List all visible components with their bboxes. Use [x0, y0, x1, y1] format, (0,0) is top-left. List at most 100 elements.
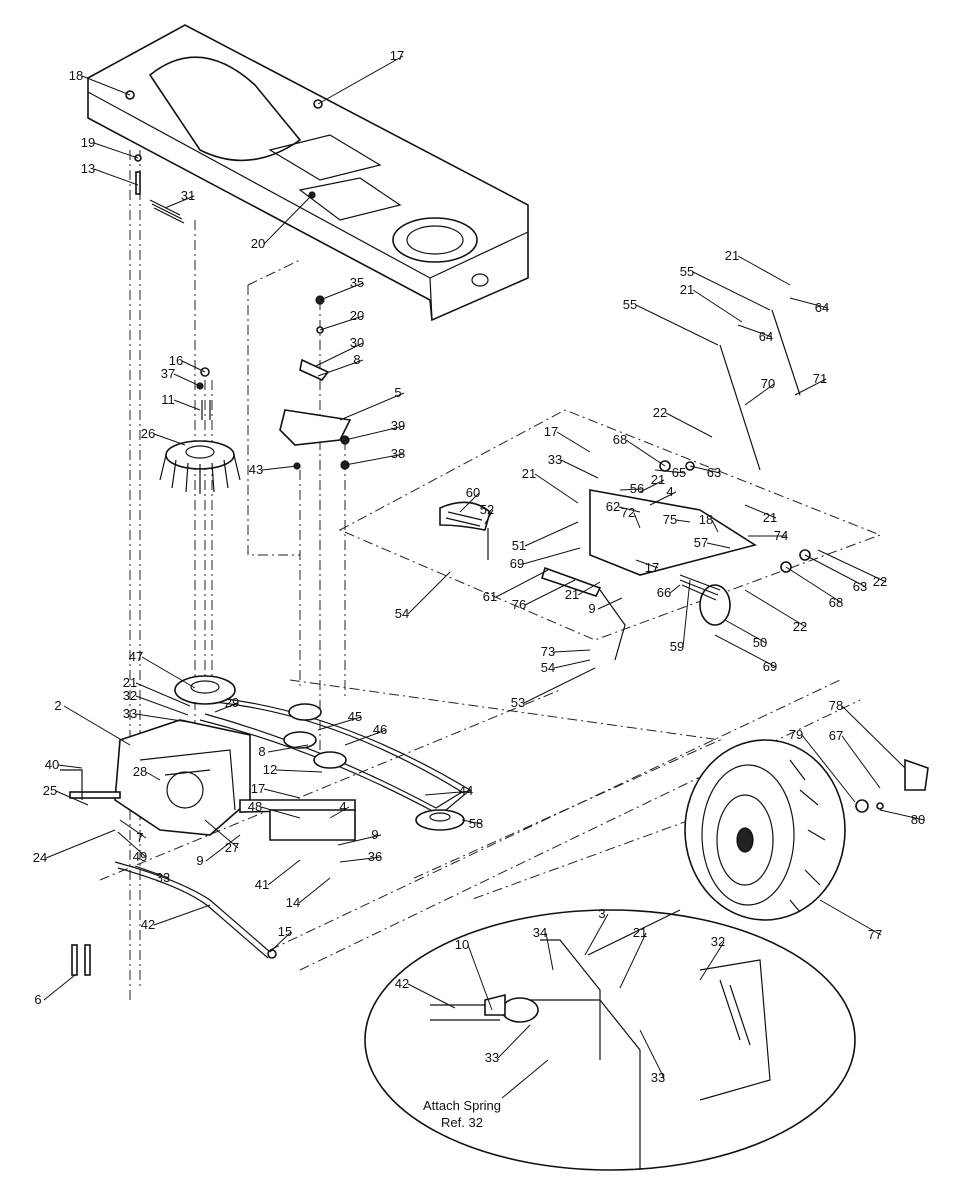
leader-line-13	[93, 168, 139, 186]
leader-line-44	[424, 790, 473, 796]
callout-15: 15	[278, 924, 292, 939]
assembly-guide-lines	[99, 150, 882, 1000]
callout-2: 2	[54, 698, 61, 713]
callout-70: 70	[761, 376, 775, 391]
callout-52: 52	[480, 502, 494, 517]
callout-78: 78	[829, 698, 843, 713]
callout-11: 11	[161, 392, 175, 407]
callout-8: 8	[353, 352, 360, 367]
leader-line-22	[817, 549, 887, 583]
leader-line-49	[117, 831, 147, 858]
leader-line-21	[692, 289, 743, 323]
leader-line-17	[635, 559, 659, 569]
callout-49: 49	[133, 849, 147, 864]
callout-61: 61	[483, 589, 497, 604]
callout-13: 13	[81, 161, 95, 176]
callout-36: 36	[368, 849, 382, 864]
callout-79: 79	[789, 727, 803, 742]
leader-line-12	[275, 769, 323, 773]
leader-line-28	[145, 771, 161, 781]
callout-19: 19	[81, 135, 95, 150]
callout-43: 43	[249, 462, 263, 477]
leader-line-3	[584, 913, 609, 956]
callout-21: 21	[725, 248, 739, 263]
callout-9: 9	[371, 827, 378, 842]
leader-line-53	[523, 667, 596, 704]
leader-line-7	[119, 819, 147, 839]
leader-line-24	[45, 829, 116, 859]
leader-line-69	[522, 547, 581, 565]
callout-55: 55	[623, 297, 637, 312]
leader-line-21	[744, 504, 777, 519]
leader-line-72	[633, 512, 641, 529]
callout-26: 26	[141, 426, 155, 441]
leader-line-78	[841, 705, 906, 769]
callout-4: 4	[666, 484, 673, 499]
leader-line-54	[407, 571, 451, 615]
callout-75: 75	[663, 512, 677, 527]
callout-17: 17	[390, 48, 404, 63]
callout-30: 30	[350, 335, 364, 350]
callout-55: 55	[680, 264, 694, 279]
callout-10: 10	[455, 937, 469, 952]
leader-line-73	[553, 649, 591, 653]
leader-line-63	[689, 465, 721, 474]
callout-21: 21	[633, 925, 647, 940]
callout-21: 21	[565, 587, 579, 602]
leader-line-38	[344, 453, 405, 466]
callout-22: 22	[793, 619, 807, 634]
callout-35: 35	[350, 275, 364, 290]
leader-line-22	[665, 412, 713, 438]
leader-line-9	[205, 834, 241, 862]
callout-48: 48	[248, 799, 262, 814]
leader-line-8	[267, 744, 309, 753]
callout-7: 7	[136, 830, 143, 845]
callout-63: 63	[707, 465, 721, 480]
leader-line-21	[619, 932, 647, 989]
leader-line-56	[619, 488, 644, 491]
callout-69: 69	[763, 659, 777, 674]
callout-60: 60	[466, 485, 480, 500]
leader-line-17	[263, 788, 301, 799]
leader-line-51	[524, 521, 579, 547]
leader-line-36	[339, 856, 382, 863]
callout-40: 40	[45, 757, 59, 772]
leader-line-19	[93, 142, 139, 159]
attach-spring-note: Attach Spring Ref. 32	[423, 1059, 549, 1130]
leader-line-32	[135, 695, 189, 716]
callout-14: 14	[286, 895, 300, 910]
leader-line-31	[164, 195, 195, 209]
callout-21: 21	[123, 675, 137, 690]
callout-21: 21	[651, 472, 665, 487]
leader-line-62	[618, 506, 641, 513]
leader-line-71	[794, 378, 827, 396]
leader-line-5	[339, 392, 405, 421]
leader-line-61	[495, 569, 549, 598]
leader-line-66	[669, 584, 681, 594]
leader-line-21	[639, 479, 665, 493]
callout-47: 47	[129, 649, 143, 664]
leader-line-21	[737, 255, 791, 286]
callout-32: 32	[711, 934, 725, 949]
leader-line-55	[635, 304, 719, 346]
callout-21: 21	[680, 282, 694, 297]
leader-line-18	[711, 519, 719, 533]
leader-line-52	[484, 509, 494, 525]
leader-line-21	[577, 581, 601, 596]
callout-25: 25	[43, 783, 57, 798]
callout-64: 64	[759, 329, 773, 344]
leader-line-4	[329, 806, 350, 819]
callout-24: 24	[33, 850, 47, 865]
leader-line-45	[317, 716, 362, 731]
leader-line-65	[654, 469, 686, 474]
leader-line-76	[524, 579, 576, 606]
callout-32: 32	[123, 688, 137, 703]
callout-59: 59	[670, 639, 684, 654]
leader-line-27	[204, 819, 239, 849]
leader-line-6	[43, 974, 76, 1001]
leader-line-42	[153, 904, 211, 926]
callout-18: 18	[699, 512, 713, 527]
leader-line-69	[714, 634, 777, 668]
leader-line-10	[467, 944, 493, 1011]
